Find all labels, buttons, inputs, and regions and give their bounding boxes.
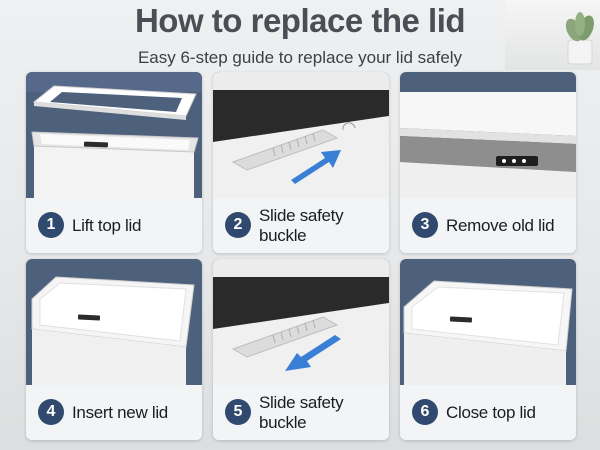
step-card-2: 2 Slide safety buckle (213, 72, 389, 253)
inserted-lid-photo (26, 259, 202, 385)
step-label-area: 6 Close top lid (400, 385, 576, 440)
page-subtitle: Easy 6-step guide to replace your lid sa… (137, 48, 463, 67)
step-number-badge: 1 (38, 212, 64, 238)
step-number-badge: 3 (412, 212, 438, 238)
step-label: Remove old lid (446, 216, 555, 235)
step-card-4: 4 Insert new lid (26, 259, 202, 440)
step-label: Lift top lid (72, 216, 142, 235)
step-label-area: 2 Slide safety buckle (213, 198, 389, 253)
step-label: Insert new lid (72, 403, 168, 422)
step-number-badge: 5 (225, 399, 251, 425)
step-label-area: 1 Lift top lid (26, 198, 202, 253)
step-card-5: 5 Slide safety buckle (213, 259, 389, 440)
step-label-area: 3 Remove old lid (400, 198, 576, 253)
step-number-badge: 6 (412, 399, 438, 425)
buckle-slide-left-photo (213, 259, 389, 385)
closed-lid-photo (400, 259, 576, 385)
step-label: Slide safety buckle (259, 393, 344, 432)
step-card-6: 6 Close top lid (400, 259, 576, 440)
page-title: How to replace the lid (134, 2, 466, 39)
step-label-area: 5 Slide safety buckle (213, 385, 389, 440)
step-label: Close top lid (446, 403, 536, 422)
lifted-lid-photo (26, 72, 202, 198)
step-number-badge: 4 (38, 399, 64, 425)
buckle-slide-right-photo (213, 72, 389, 198)
step-label-area: 4 Insert new lid (26, 385, 202, 440)
step-card-1: 1 Lift top lid (26, 72, 202, 253)
removed-lid-photo (400, 72, 576, 198)
plant-decoration-icon (565, 12, 594, 65)
step-number-badge: 2 (225, 212, 251, 238)
step-card-3: 3 Remove old lid (400, 72, 576, 253)
step-label: Slide safety buckle (259, 206, 344, 245)
